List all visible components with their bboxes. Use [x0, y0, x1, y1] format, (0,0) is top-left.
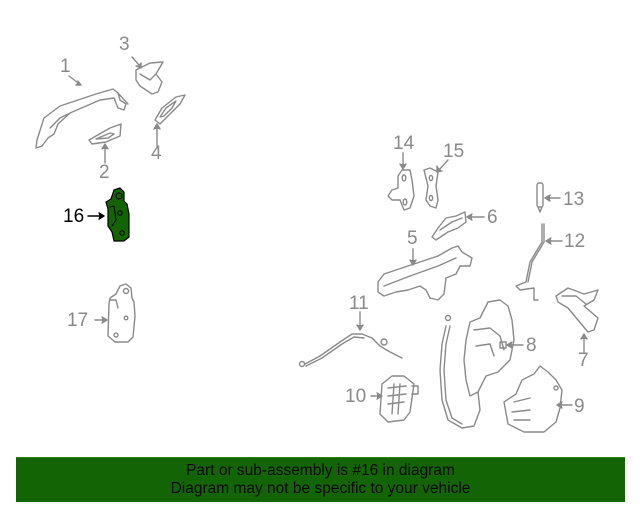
- callout-17[interactable]: 17: [67, 310, 89, 331]
- part-2-bezel[interactable]: [88, 123, 122, 164]
- part-10-actuator-cover[interactable]: [370, 375, 419, 423]
- callout-9[interactable]: 9: [574, 396, 585, 417]
- part-3-cover[interactable]: [131, 56, 164, 95]
- part-13-rod-clip[interactable]: [536, 182, 561, 213]
- part-17-hinge[interactable]: [94, 283, 136, 343]
- callout-12[interactable]: 12: [564, 231, 586, 252]
- callout-8[interactable]: 8: [526, 335, 537, 356]
- banner-part-line: Part or sub-assembly is #16 in diagram: [186, 462, 455, 479]
- part-4-gasket[interactable]: [153, 94, 186, 147]
- callout-11[interactable]: 11: [349, 293, 369, 314]
- part-9-latch-cover[interactable]: [503, 365, 573, 433]
- callout-1[interactable]: 1: [60, 56, 71, 77]
- callout-7[interactable]: 7: [578, 350, 589, 371]
- info-banner: Part or sub-assembly is #16 in diagram D…: [16, 457, 625, 502]
- callout-6[interactable]: 6: [487, 207, 498, 228]
- callout-14[interactable]: 14: [393, 133, 415, 154]
- callout-10[interactable]: 10: [345, 386, 367, 407]
- callout-4[interactable]: 4: [151, 143, 162, 164]
- banner-disclaimer-line: Diagram may not be specific to your vehi…: [170, 480, 471, 497]
- part-7-bracket[interactable]: [555, 287, 599, 353]
- part-16-hinge-bracket[interactable]: [87, 187, 130, 242]
- callout-5[interactable]: 5: [407, 228, 418, 249]
- callout-15[interactable]: 15: [443, 141, 465, 162]
- part-14-striker[interactable]: [387, 152, 415, 211]
- part-11-release-cable[interactable]: [298, 311, 403, 368]
- callout-13[interactable]: 13: [563, 189, 585, 210]
- part-6-reinforcement[interactable]: [431, 211, 485, 241]
- part-15-shim[interactable]: [423, 159, 449, 209]
- callout-3[interactable]: 3: [119, 34, 130, 55]
- callout-2[interactable]: 2: [99, 162, 110, 183]
- part-5-handle-carrier[interactable]: [377, 245, 473, 301]
- part-12-lock-rod[interactable]: [515, 223, 563, 301]
- part-1-outside-handle[interactable]: [35, 75, 129, 149]
- callout-16[interactable]: 16: [63, 206, 85, 227]
- part-8-door-latch[interactable]: [439, 299, 524, 429]
